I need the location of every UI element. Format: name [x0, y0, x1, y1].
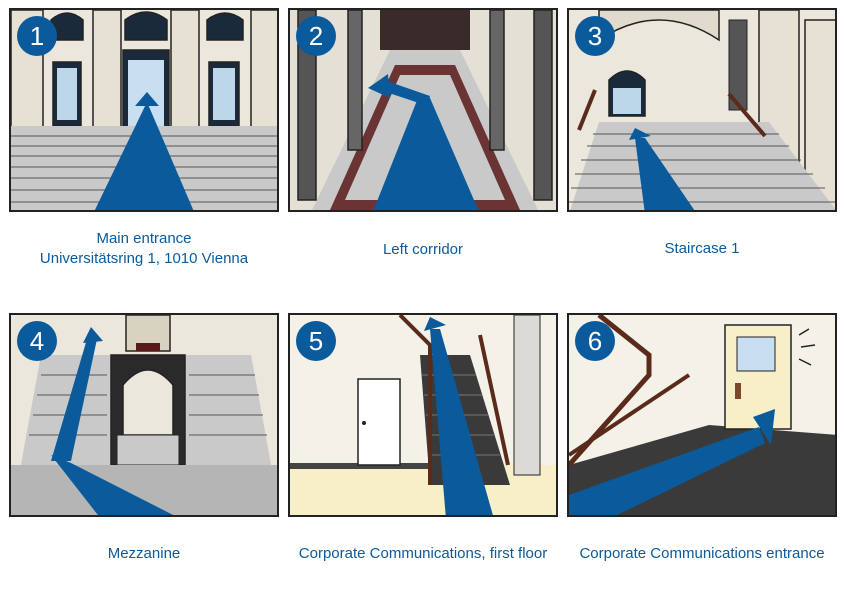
- caption-line: Mezzanine: [107, 545, 181, 562]
- step-number-badge: 5: [296, 321, 336, 361]
- step-number-badge: 3: [575, 16, 615, 56]
- caption-line: Staircase 1: [664, 240, 740, 257]
- step-caption: Main entrance Universitätsring 1, 1010 V…: [0, 229, 288, 269]
- step-caption: Corporate Communications entrance: [560, 544, 844, 564]
- step-number-badge: 1: [17, 16, 57, 56]
- panel-staircase-1: 3: [567, 8, 837, 212]
- step-caption: Staircase 1: [557, 239, 847, 259]
- panel-first-floor: 5: [288, 313, 558, 517]
- step-caption: Corporate Communications, first floor: [280, 544, 566, 564]
- panel-mezzanine: 4: [9, 313, 279, 517]
- caption-line: Main entrance: [96, 230, 192, 247]
- step-caption: Mezzanine: [0, 544, 288, 564]
- caption-line: Left corridor: [382, 241, 464, 258]
- step-number-badge: 4: [17, 321, 57, 361]
- mezzanine-illustration: [11, 315, 277, 515]
- caption-line: Corporate Communications, first floor: [298, 545, 548, 562]
- panel-main-entrance: 1: [9, 8, 279, 212]
- caption-line: Universitätsring 1, 1010 Vienna: [39, 250, 249, 267]
- panel-office-entrance: 6: [567, 313, 837, 517]
- left-corridor-illustration: [290, 10, 556, 210]
- staircase-illustration: [569, 10, 835, 210]
- first-floor-illustration: [290, 315, 556, 515]
- panel-left-corridor: 2: [288, 8, 558, 212]
- step-number-badge: 6: [575, 321, 615, 361]
- caption-line: Corporate Communications entrance: [579, 545, 825, 562]
- step-number-badge: 2: [296, 16, 336, 56]
- step-caption: Left corridor: [278, 240, 568, 260]
